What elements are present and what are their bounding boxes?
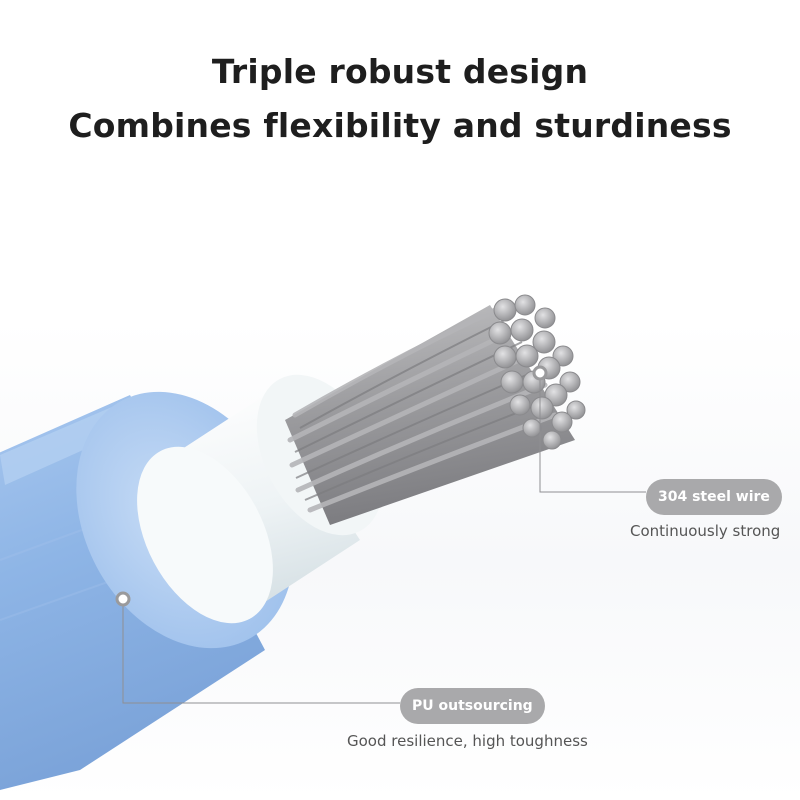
pu-outsourcing-label: PU outsourcing xyxy=(400,688,545,724)
steel-callout-marker xyxy=(532,365,548,381)
pu-outsourcing-caption: Good resilience, high toughness xyxy=(347,732,588,750)
callout-leaders xyxy=(122,373,646,704)
wire-strand-ends xyxy=(488,294,586,450)
pu-callout-marker xyxy=(115,591,131,607)
steel-wire-label: 304 steel wire xyxy=(646,479,782,515)
headline-subtitle: Combines flexibility and sturdiness xyxy=(68,106,732,145)
headline-title: Triple robust design xyxy=(211,52,589,91)
steel-wire-core xyxy=(285,294,586,525)
steel-wire-caption: Continuously strong xyxy=(630,522,781,540)
